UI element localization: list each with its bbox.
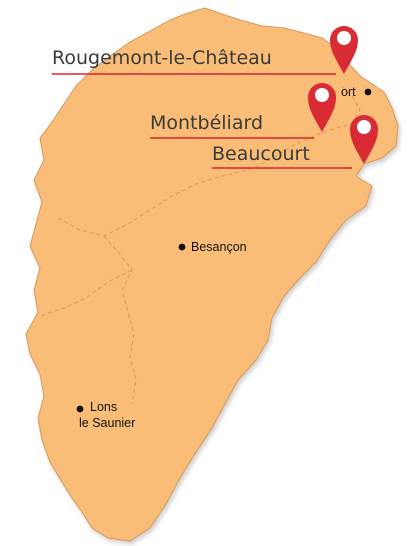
city-label: Besançon (191, 240, 247, 254)
department-border-southwest (103, 235, 137, 405)
marker-label: Rougemont-le-Château (52, 47, 272, 69)
city-dot (178, 243, 186, 251)
marker-montbeliard[interactable]: Montbéliard (150, 83, 336, 139)
city-label: ort (341, 85, 356, 99)
region-outline (25, 7, 399, 542)
department-border-east (341, 85, 361, 125)
marker-rougemont[interactable]: Rougemont-le-Château (52, 26, 358, 75)
department-border-north (57, 123, 353, 237)
map-pin-icon[interactable] (308, 83, 336, 132)
city-besancon: Besançon (178, 240, 247, 254)
marker-beaucourt[interactable]: Beaucourt (212, 115, 378, 169)
city-dot (76, 405, 84, 413)
city-dot (364, 88, 372, 96)
city-label-line-1: Lons (90, 400, 117, 414)
city-label-line-2: le Saunier (79, 416, 135, 430)
department-border-west (39, 269, 133, 317)
city-lons-le-saunier: Lons le Saunier (76, 400, 135, 430)
marker-label: Montbéliard (150, 112, 263, 134)
map-pin-icon[interactable] (350, 115, 378, 164)
city-belfort: ort (341, 85, 372, 99)
marker-label: Beaucourt (212, 143, 310, 165)
map-pin-icon[interactable] (330, 26, 358, 74)
